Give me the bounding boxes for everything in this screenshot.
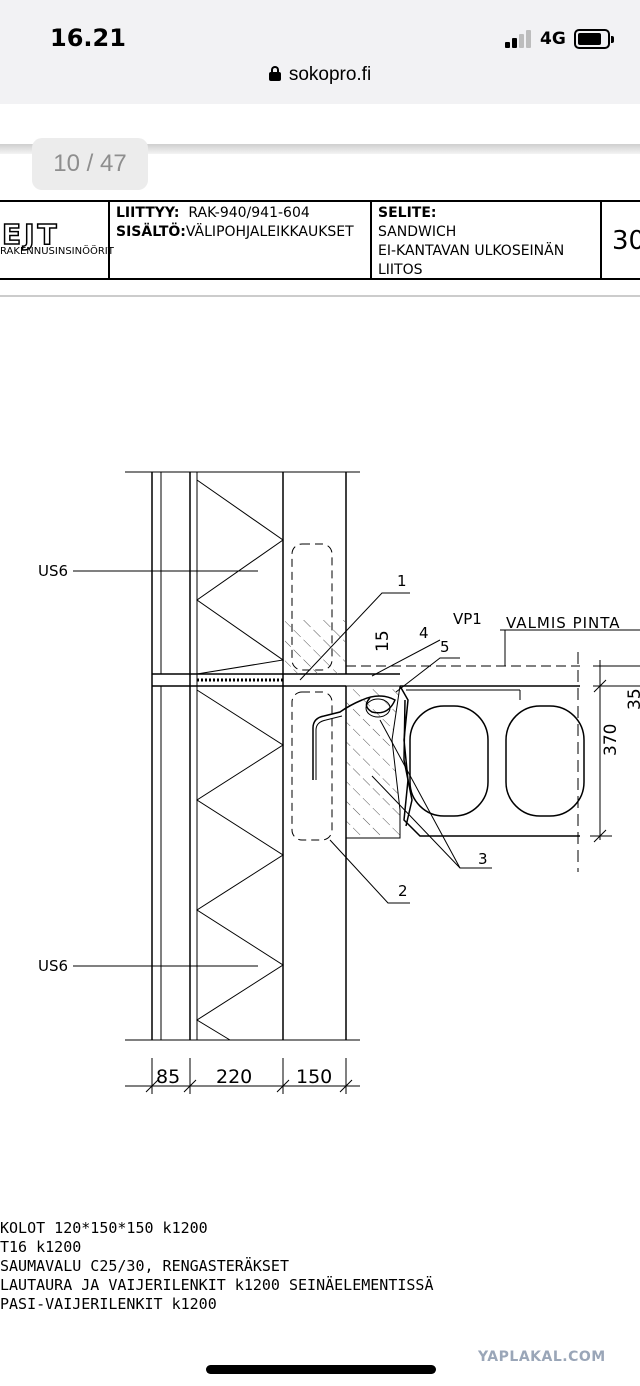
page-separator xyxy=(0,144,640,154)
sisalto-value: VÄLIPOHJALEIKKAUKSET xyxy=(185,224,354,240)
note-line: SAUMAVALU C25/30, RENGASTERÄKSET xyxy=(0,1257,289,1275)
home-indicator[interactable] xyxy=(206,1365,436,1374)
note-line: KOLOT 120*150*150 k1200 xyxy=(0,1219,208,1237)
url-text: sokopro.fi xyxy=(288,64,372,85)
title-block-divider xyxy=(370,202,372,278)
page-counter: 10 / 47 xyxy=(32,138,148,190)
watermark: YAPLAKAL.COM xyxy=(478,1349,606,1365)
insulation-zigzag-top xyxy=(196,479,285,675)
sisalto-label: SISÄLTÖ: xyxy=(116,224,186,240)
company-logo: EJT xyxy=(1,217,60,252)
note-line: T16 k1200 xyxy=(0,1238,82,1256)
callout-4: 4 xyxy=(419,624,429,642)
callout-3: 3 xyxy=(478,850,488,868)
label-us6-top: US6 xyxy=(38,562,68,580)
signal-icon xyxy=(505,30,533,48)
liittyy-value: RAK-940/941-604 xyxy=(188,205,310,221)
dim-15: 15 xyxy=(373,630,393,652)
liittyy-row: LIITTYY: RAK-940/941-604 xyxy=(116,205,310,221)
drawing-notes: KOLOT 120*150*150 k1200 T16 k1200 SAUMAV… xyxy=(0,1219,433,1314)
selite-label: SELITE: xyxy=(378,205,437,221)
insulation-zigzag-bottom xyxy=(196,689,284,1041)
dim-220: 220 xyxy=(216,1066,252,1088)
network-label: 4G xyxy=(540,29,566,49)
dim-85: 85 xyxy=(156,1066,180,1088)
callout-1: 1 xyxy=(397,572,407,590)
company-name: RAKENNUSINSINÖÖRIT xyxy=(0,246,114,257)
status-bar: 16.21 4G sokopro.fi xyxy=(0,0,640,104)
sheet-number: 30 xyxy=(612,226,640,256)
sisalto-row: SISÄLTÖ:VÄLIPOHJALEIKKAUKSET xyxy=(116,224,354,240)
address-bar[interactable]: sokopro.fi xyxy=(0,64,640,94)
callout-2: 2 xyxy=(398,882,408,900)
wall-outline xyxy=(125,471,360,1041)
hollow-core-slab xyxy=(399,685,585,837)
label-us6-bottom: US6 xyxy=(38,957,68,975)
label-valmis-pinta: VALMIS PINTA xyxy=(506,614,621,632)
callout-5: 5 xyxy=(440,638,450,656)
pdf-document[interactable]: 10 / 47 xyxy=(0,104,640,1386)
dim-35: 35 xyxy=(625,688,640,710)
selite-line-1: SANDWICH xyxy=(378,224,457,240)
battery-icon xyxy=(574,29,614,49)
section-drawing: US6 US6 1 4 5 2 3 VP1 VALMIS PINTA 15 35… xyxy=(0,295,640,1094)
note-line: LAUTAURA JA VAIJERILENKIT k1200 SEINÄELE… xyxy=(0,1276,434,1294)
note-line: PASI-VAIJERILENKIT k1200 xyxy=(0,1295,217,1313)
selite-line-3: LIITOS xyxy=(378,262,423,278)
selite-line-2: EI-KANTAVAN ULKOSEINÄN xyxy=(378,243,565,259)
title-block-divider xyxy=(600,202,602,278)
liittyy-label: LIITTYY: xyxy=(116,205,180,221)
lock-icon xyxy=(268,66,281,81)
title-block: EJT RAKENNUSINSINÖÖRIT LIITTYY: RAK-940/… xyxy=(0,200,640,280)
dim-150: 150 xyxy=(296,1066,332,1088)
title-block-divider xyxy=(108,202,110,278)
dim-370: 370 xyxy=(601,724,621,756)
status-time: 16.21 xyxy=(50,24,126,52)
label-vp1: VP1 xyxy=(453,610,482,628)
